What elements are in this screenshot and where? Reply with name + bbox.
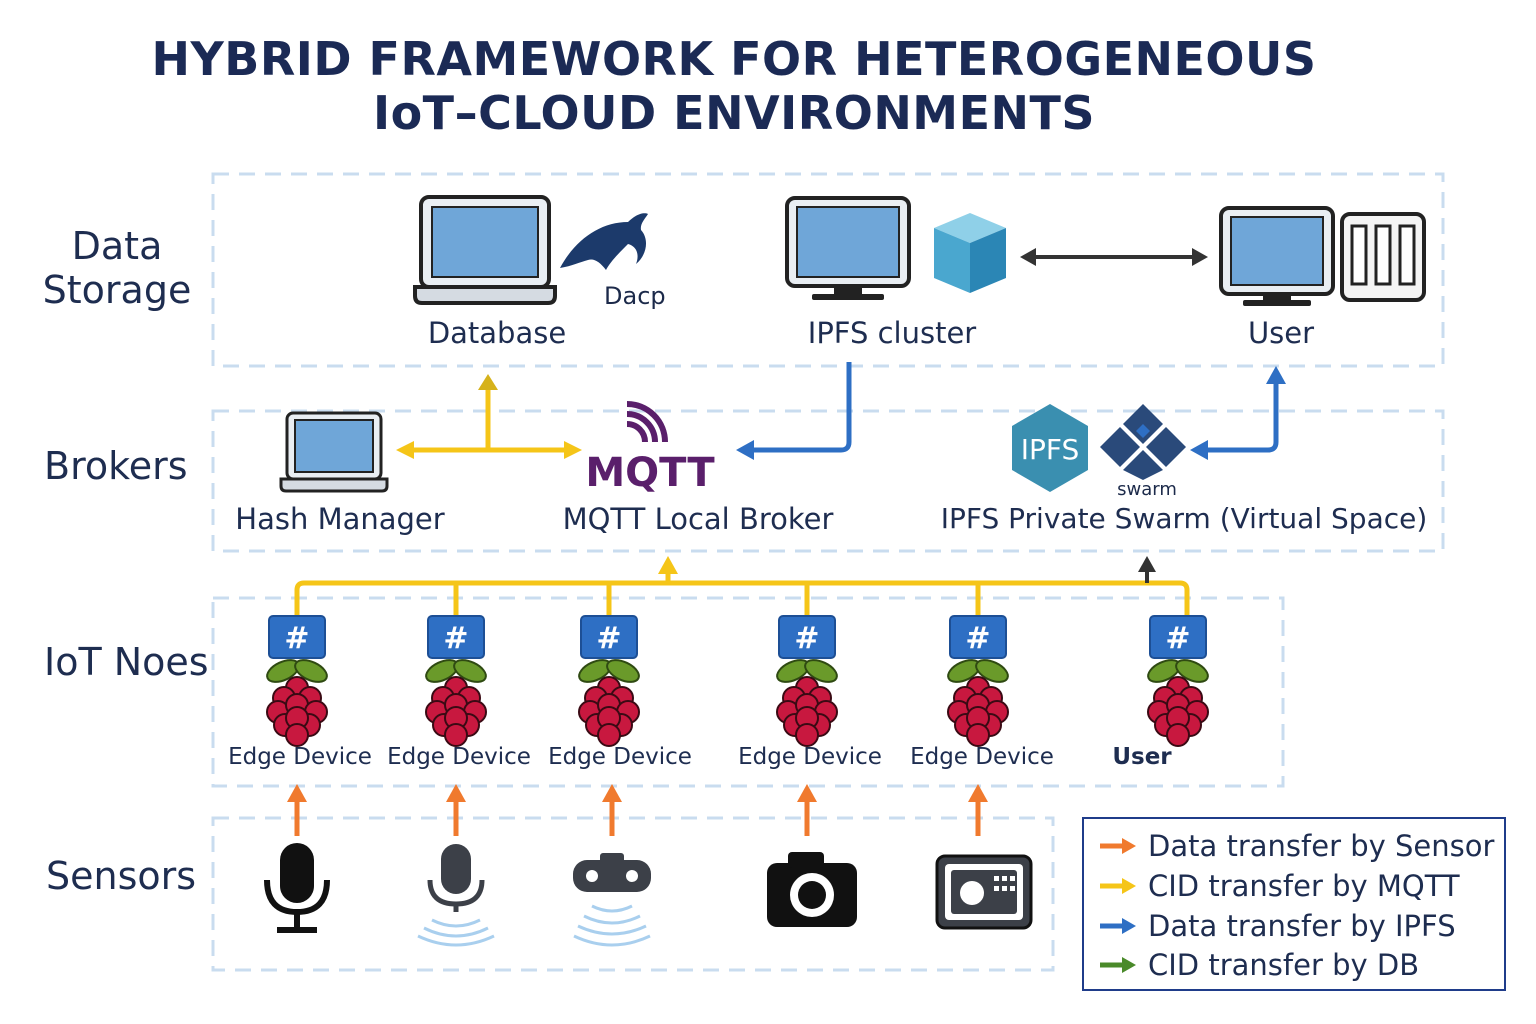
raspberry-pi-icon (578, 659, 640, 747)
raspberry-pi-icon (425, 659, 487, 747)
legend-label: Data transfer by IPFS (1148, 909, 1456, 943)
legend-label: Data transfer by Sensor (1148, 829, 1495, 863)
iot-node: # (578, 615, 640, 747)
iot-node: # (1147, 615, 1209, 747)
blue-arrow-icon (1100, 918, 1136, 934)
hash-tag-text: # (794, 621, 819, 656)
raspberry-pi-icon (947, 659, 1009, 747)
ipfs-hexagon-icon (1012, 404, 1088, 492)
hash-manager-label: Hash Manager (235, 502, 445, 536)
hash-tag-icon: # (427, 615, 485, 659)
hash-tag-text: # (443, 621, 468, 656)
ipfs-private-swarm-label: IPFS Private Swarm (Virtual Space) (940, 502, 1428, 535)
legend-item-ipfs: Data transfer by IPFS (1098, 909, 1456, 943)
ipfs-cluster-label: IPFS cluster (807, 316, 977, 350)
green-arrow-icon (1100, 957, 1136, 973)
zone-iot-nodes (211, 596, 1285, 788)
wireless-microphone-icon (417, 844, 495, 947)
monitor-icon (785, 196, 911, 300)
hash-tag-text: # (1165, 621, 1190, 656)
diagram-title-line-1: HYBRID FRAMEWORK FOR HETEROGENEOUS (151, 32, 1317, 86)
legend-item-sensor: Data transfer by Sensor (1098, 829, 1494, 863)
node-label: Edge Device (910, 744, 1054, 770)
user-monitor-icon (1219, 206, 1335, 306)
hash-tag-icon: # (1149, 615, 1207, 659)
db-logo-text: Dacp (604, 282, 666, 310)
legend-item-db: CID transfer by DB (1098, 948, 1419, 982)
mqtt-local-broker-label: MQTT Local Broker (562, 502, 834, 536)
node-label: Edge Device (548, 744, 692, 770)
hash-tag-text: # (965, 621, 990, 656)
iot-node: # (947, 615, 1009, 747)
legend-label: CID transfer by DB (1148, 948, 1420, 982)
legend-item-mqtt: CID transfer by MQTT (1098, 869, 1460, 903)
microphone-icon (264, 843, 330, 933)
legend: Data transfer by Sensor CID transfer by … (1082, 817, 1506, 991)
iot-node: # (776, 615, 838, 747)
hash-tag-icon: # (778, 615, 836, 659)
nas-server-icon (1340, 212, 1426, 302)
node-label: User (1112, 744, 1172, 770)
hash-manager-laptop-icon (279, 411, 389, 493)
row-label-data-storage: Data Storage (42, 224, 192, 312)
swarm-logo-text: swarm (1117, 479, 1177, 500)
row-label-sensors: Sensors (46, 854, 197, 898)
legend-label: CID transfer by MQTT (1148, 869, 1460, 903)
control-panel-icon (935, 854, 1033, 930)
orange-arrow-icon (1100, 838, 1136, 854)
sensor-data-arrows (294, 800, 981, 836)
mqtt-logo-text: MQTT (585, 450, 715, 496)
row-label-brokers: Brokers (44, 444, 188, 488)
hash-tag-icon: # (268, 615, 326, 659)
ipfs-logo-text: IPFS (1021, 433, 1080, 466)
diagram-title-line-2: IoT–CLOUD ENVIRONMENTS (372, 86, 1096, 140)
hash-tag-text: # (596, 621, 621, 656)
laptop-icon (413, 195, 557, 305)
bidirectional-arrow (1020, 248, 1208, 266)
raspberry-pi-icon (776, 659, 838, 747)
iot-node: # (425, 615, 487, 747)
iot-node: # (266, 615, 328, 747)
hash-tag-icon: # (580, 615, 638, 659)
hash-tag-text: # (284, 621, 309, 656)
ipfs-data-arrows (750, 362, 1279, 453)
zone-data-storage (211, 172, 1445, 368)
mqtt-cid-arrows (410, 388, 568, 453)
yellow-arrow-icon (1100, 878, 1136, 894)
swarm-logo-icon (1100, 404, 1186, 480)
raspberry-pi-icon (266, 659, 328, 747)
cube-icon (934, 213, 1006, 293)
node-label: Edge Device (387, 744, 531, 770)
node-label: Edge Device (228, 744, 372, 770)
database-label: Database (427, 316, 567, 350)
ultrasonic-sensor-icon (573, 853, 651, 947)
row-label-iot-nodes: IoT Noes (44, 640, 209, 684)
node-label: Edge Device (738, 744, 882, 770)
storage-user-label: User (1247, 316, 1315, 350)
raspberry-pi-icon (1147, 659, 1209, 747)
mqtt-signal-icon (626, 401, 668, 443)
camera-icon (767, 852, 857, 927)
zone-brokers (211, 409, 1445, 553)
hash-tag-icon: # (949, 615, 1007, 659)
node-bus (294, 572, 1190, 616)
dolphin-logo-icon (560, 213, 648, 270)
zone-sensors (211, 816, 1055, 972)
